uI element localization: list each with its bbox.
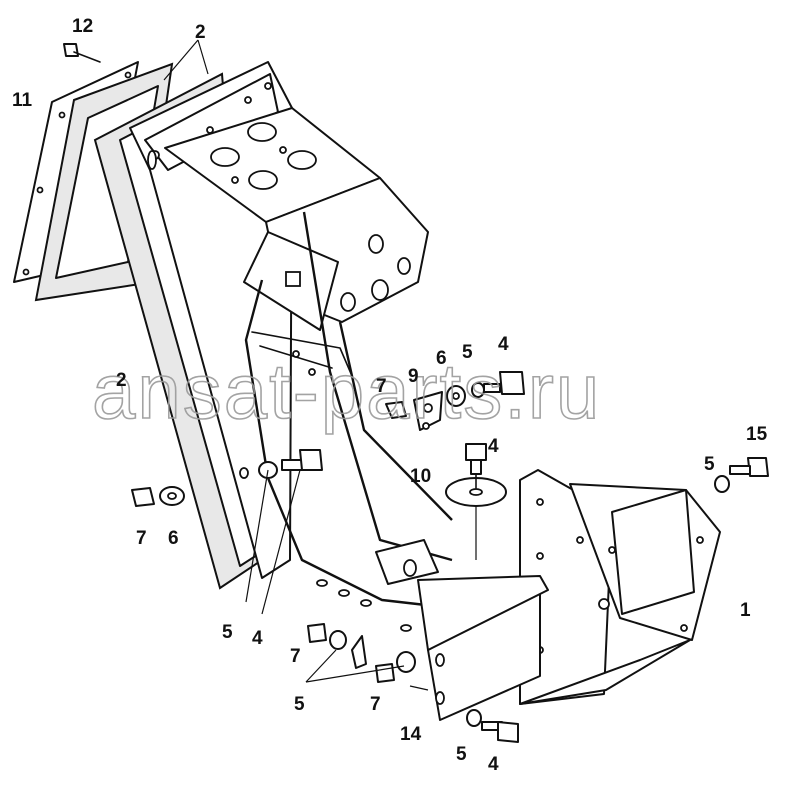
- part-5-washer-bottom-a: [329, 630, 347, 650]
- part-7-nut-bottom-b: [375, 663, 395, 683]
- callout-9: 9: [408, 366, 419, 387]
- part-6-washer-mid: [446, 385, 466, 407]
- callout-2-mid: 2: [116, 370, 127, 391]
- callout-15: 15: [746, 424, 768, 445]
- callout-14: 14: [400, 724, 422, 745]
- part-4-bolt-bottom: [481, 721, 519, 743]
- part-7-nut-mid: [385, 401, 407, 419]
- callout-4-bottom: 4: [488, 754, 499, 775]
- callout-7-left: 7: [136, 528, 147, 549]
- callout-6-mid: 6: [436, 348, 447, 369]
- leader-lines: [163, 39, 477, 691]
- callout-4-mid: 4: [498, 334, 509, 355]
- part-15-bolt: [729, 457, 769, 477]
- callout-5-mid: 5: [462, 342, 473, 363]
- part-5-washer-bottom-c: [466, 709, 482, 727]
- part-1-base-bracket: [519, 469, 721, 705]
- part-5-washer-bottom-b: [396, 651, 416, 673]
- callout-5-bottom: 5: [294, 694, 305, 715]
- part-14-plate: [417, 575, 549, 721]
- callout-7-bottom-a: 7: [290, 646, 301, 667]
- part-7-nut-left: [131, 487, 155, 507]
- callout-7-bottom-b: 7: [370, 694, 381, 715]
- watermark: ansat-parts.ru: [92, 347, 601, 435]
- callout-4-center: 4: [488, 436, 499, 457]
- pedal-bracket-frame: [129, 61, 453, 632]
- callout-labels: 12 2 11 2 7 9 6 5 4 4 10 15 5 7 6 1 5 4 …: [12, 16, 768, 775]
- part-7-nut-bottom-a: [307, 623, 327, 643]
- callout-6-left: 6: [168, 528, 179, 549]
- callout-7-mid: 7: [376, 376, 387, 397]
- callout-5-lower-left: 5: [222, 622, 233, 643]
- part-clip-bottom: [351, 635, 367, 669]
- part-5-washer-right: [714, 475, 730, 493]
- callout-10: 10: [410, 466, 431, 487]
- part-4-bolt-mid: [483, 371, 525, 395]
- callout-12: 12: [72, 16, 93, 37]
- callout-5-bottom-c: 5: [456, 744, 467, 765]
- callout-1: 1: [740, 600, 751, 621]
- part-4-bolt-center: [465, 443, 487, 475]
- part-12-screw: [63, 43, 101, 63]
- part-4-bolt-left: [281, 449, 323, 471]
- part-9-clip: [413, 391, 443, 431]
- callout-2-top: 2: [195, 22, 206, 43]
- callout-5-right: 5: [704, 454, 715, 475]
- callout-11: 11: [12, 90, 33, 111]
- callout-4-lower-left: 4: [252, 628, 263, 649]
- part-6-washer-left: [159, 486, 185, 506]
